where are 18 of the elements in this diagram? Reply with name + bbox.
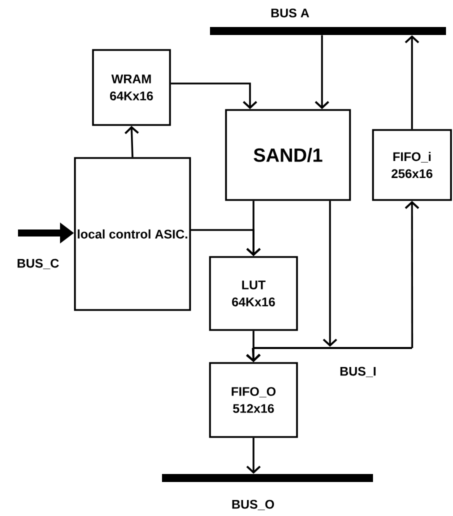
- block-box: SAND/1: [225, 109, 351, 201]
- arrow: [246, 438, 261, 474]
- block-box: local control ASIC.: [74, 157, 191, 311]
- arrow: [190, 229, 261, 256]
- block-box: FIFO_i 256x16: [372, 129, 452, 201]
- arrow: [124, 126, 139, 158]
- arrow: [404, 35, 420, 130]
- block-box: WRAM 64Kx16: [92, 49, 171, 126]
- arrow: [404, 200, 420, 348]
- edge-label: BUS_C: [18, 258, 59, 270]
- bus-label: BUS_O: [232, 500, 274, 510]
- bus-label: BUS_I: [340, 366, 376, 378]
- block-box: FIFO_O 512x16: [209, 362, 298, 438]
- arrow: [314, 35, 330, 110]
- arrow: [322, 200, 338, 347]
- block-box: LUT 64Kx16: [209, 256, 298, 331]
- bus-label: BUS A: [271, 8, 310, 18]
- arrow: [170, 82, 258, 110]
